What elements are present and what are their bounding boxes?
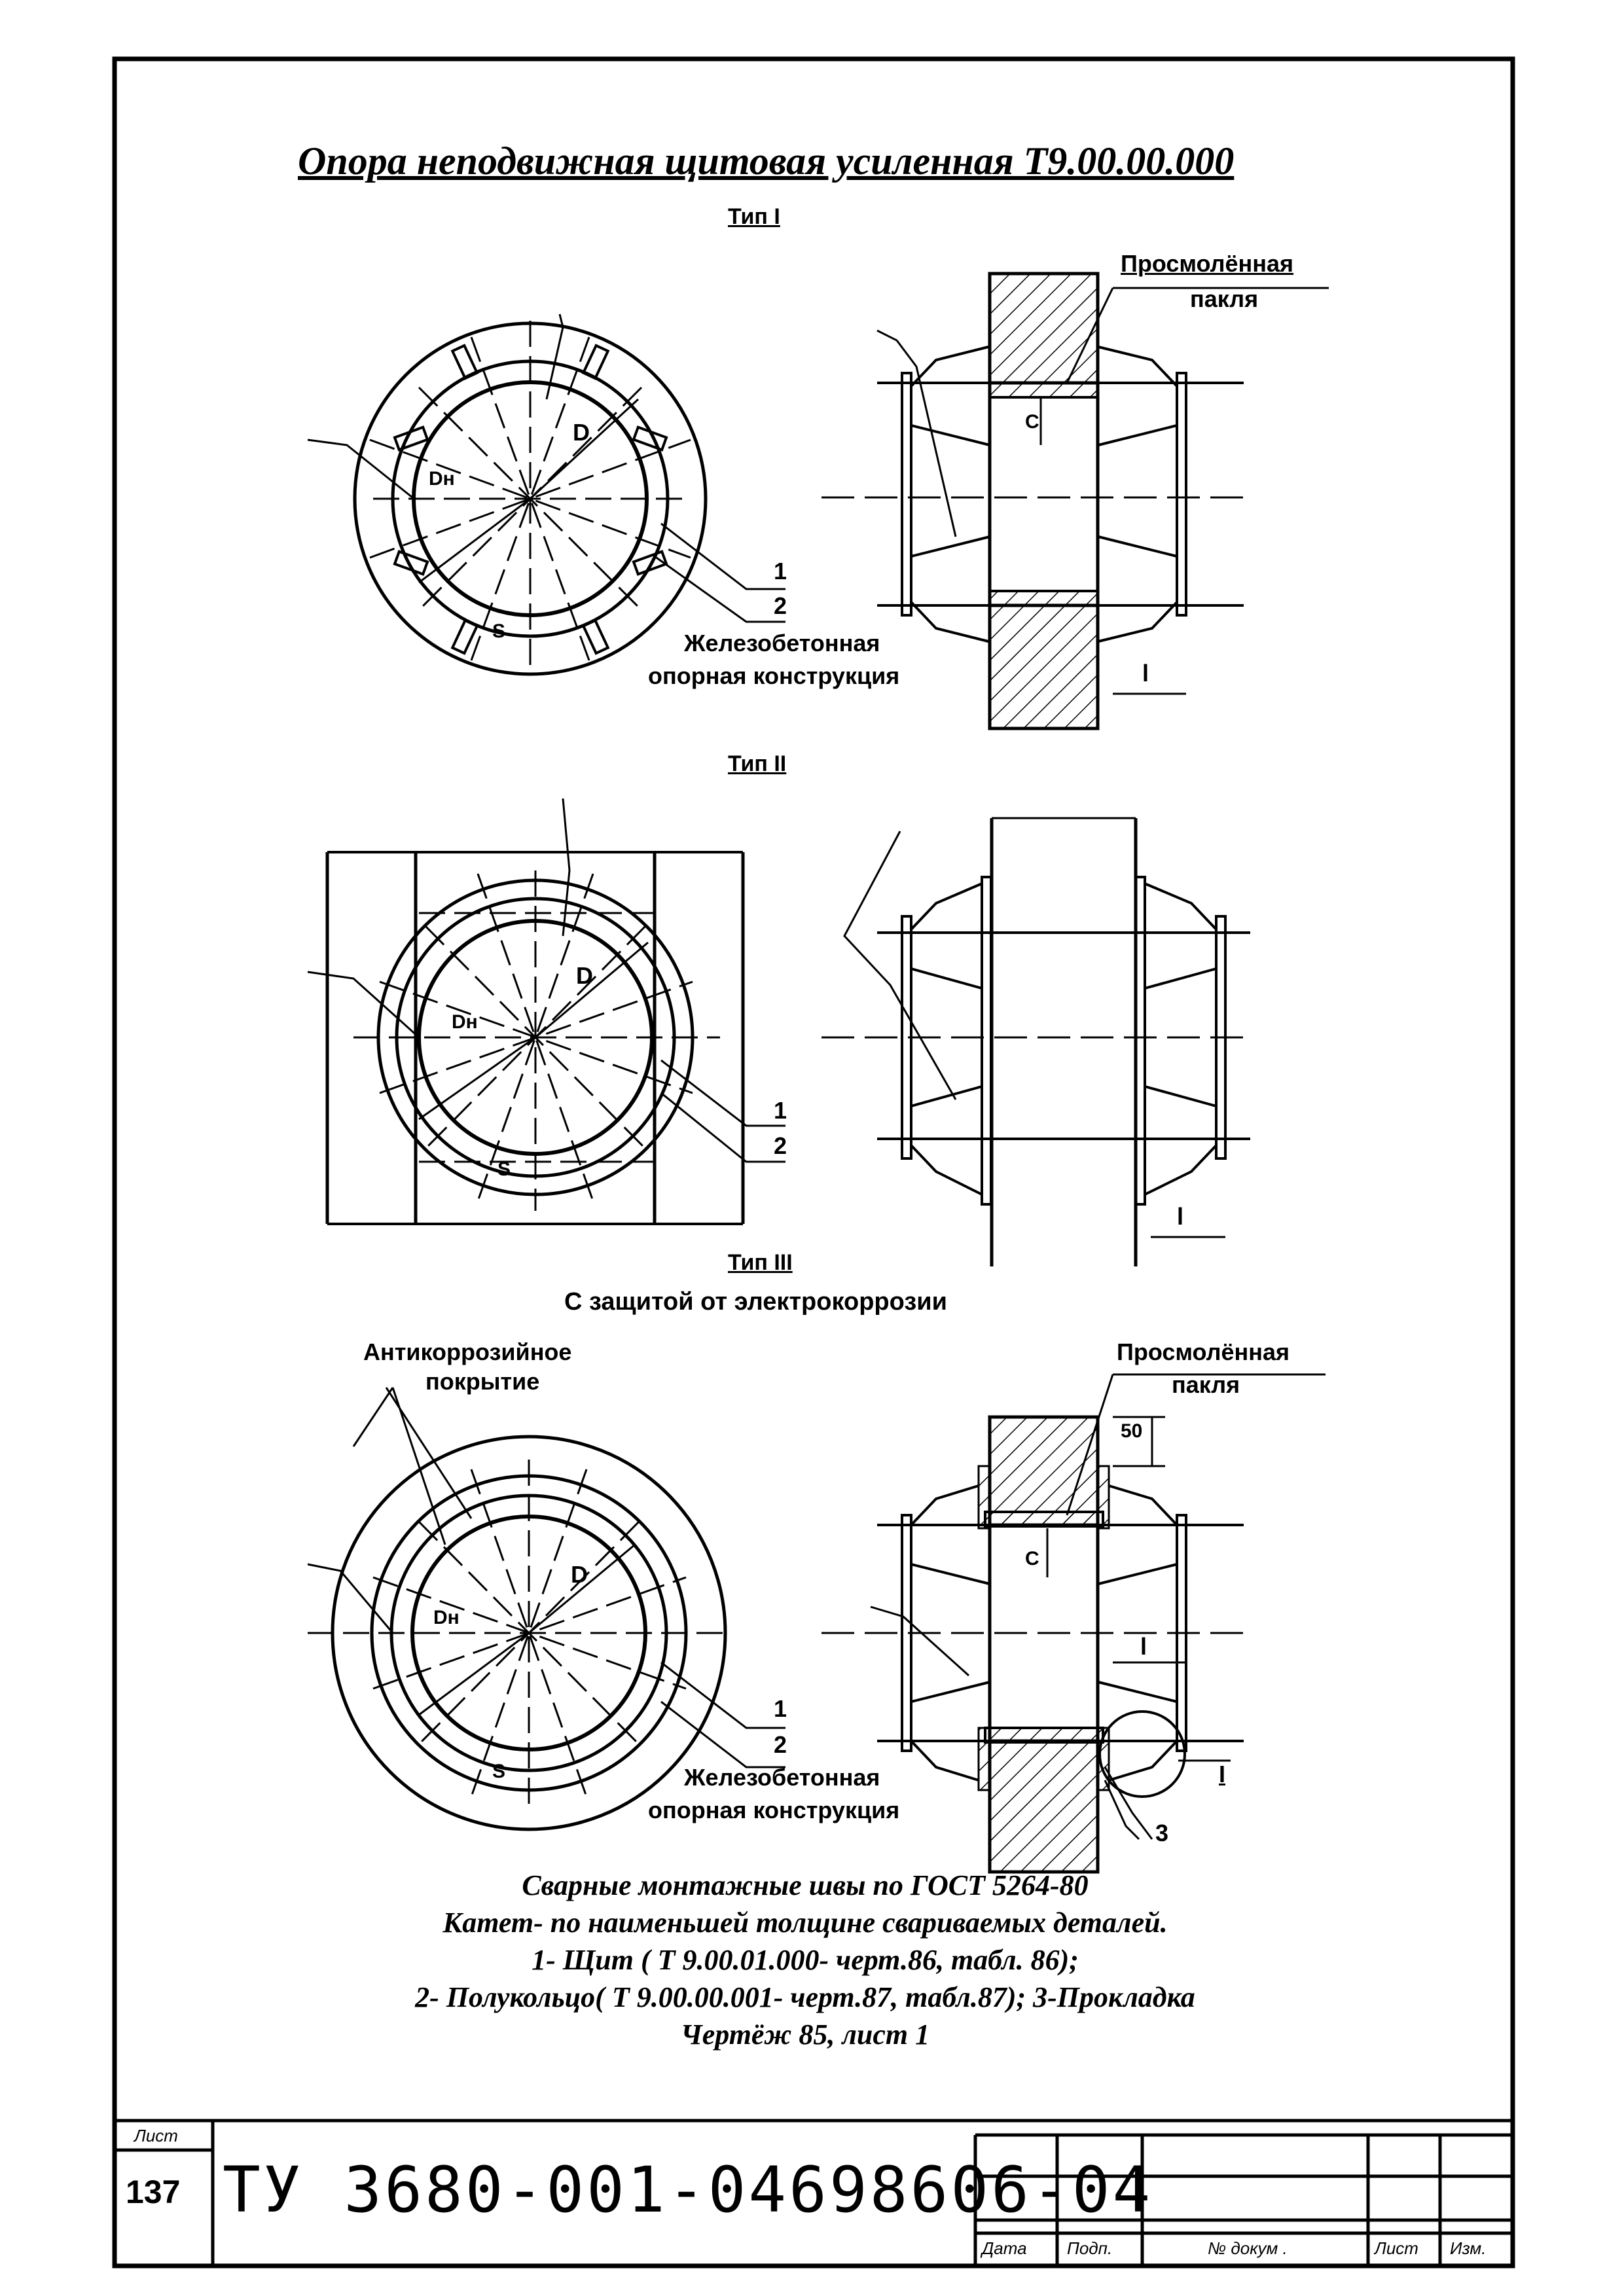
type2-dim-D: D xyxy=(576,962,593,989)
title-block-sheet-number: 137 xyxy=(126,2174,181,2210)
type2-circle-view xyxy=(307,798,785,1225)
type1-concrete-line1: Железобетонная xyxy=(684,630,880,656)
type3-anticorrosion-line2: покрытие xyxy=(425,1368,540,1395)
title-block-col-docnum: № докум . xyxy=(1208,2238,1288,2258)
type3-dim-l: l xyxy=(1140,1633,1147,1660)
type2-part-1: 1 xyxy=(774,1097,787,1124)
type3-resin-tow-line1: Просмолённая xyxy=(1117,1338,1290,1365)
type1-dim-S: S xyxy=(492,620,506,642)
type1-circle-view xyxy=(307,314,785,676)
type3-detail-I: I xyxy=(1219,1761,1226,1787)
note-line-5: Чертёж 85, лист 1 xyxy=(680,2018,930,2051)
note-line-4: 2- Полукольцо( Т 9.00.00.001- черт.87, т… xyxy=(415,1981,1195,2013)
type1-dim-D: D xyxy=(573,419,590,446)
type3-resin-tow-line2: пакля xyxy=(1172,1371,1240,1398)
type1-dim-C: C xyxy=(1025,411,1039,433)
note-line-3: 1- Щит ( Т 9.00.01.000- черт.86, табл. 8… xyxy=(532,1944,1079,1976)
type3-section-view xyxy=(821,1373,1326,1874)
type1-concrete-line2: опорная конструкция xyxy=(648,662,900,689)
note-line-1: Сварные монтажные швы по ГОСТ 5264-80 xyxy=(522,1869,1089,1901)
page-title: Опора неподвижная щитовая усиленная Т9.0… xyxy=(298,139,1235,183)
type1-part-2: 2 xyxy=(774,592,787,619)
title-block-col-sign: Подп. xyxy=(1067,2238,1113,2258)
type1-dim-Dn: Dн xyxy=(429,468,455,490)
title-block-lines xyxy=(115,2119,1513,2266)
type1-section-view xyxy=(821,272,1329,730)
type1-resin-tow-line2: пакля xyxy=(1190,285,1259,312)
type3-subtitle: С защитой от электрокоррозии xyxy=(564,1288,947,1316)
type3-concrete-line1: Железобетонная xyxy=(684,1764,880,1791)
type3-label: Тип III xyxy=(728,1250,793,1275)
type2-dim-Dn: Dн xyxy=(452,1011,478,1033)
note-line-2: Катет- по наименьшей толщине свариваемых… xyxy=(442,1907,1168,1939)
type3-dim-50: 50 xyxy=(1121,1420,1143,1442)
type2-dim-l: l xyxy=(1177,1203,1184,1230)
type2-dim-S: S xyxy=(497,1158,511,1180)
type3-dim-D: D xyxy=(571,1561,588,1588)
type3-dim-S: S xyxy=(492,1761,506,1782)
type2-part-2: 2 xyxy=(774,1132,787,1159)
type2-section-view xyxy=(821,817,1250,1266)
title-block-col-sheet: Лист xyxy=(1375,2238,1418,2258)
type3-dim-Dn: Dн xyxy=(433,1607,460,1628)
title-block-col-date: Дата xyxy=(982,2238,1027,2258)
type1-dim-l: l xyxy=(1142,660,1149,687)
type3-part-3: 3 xyxy=(1155,1820,1169,1846)
sheet-frame xyxy=(112,56,1515,2269)
type3-part-2: 2 xyxy=(774,1731,787,1758)
type3-concrete-line2: опорная конструкция xyxy=(648,1797,900,1823)
type3-dim-C: C xyxy=(1025,1548,1039,1570)
type3-part-1: 1 xyxy=(774,1695,787,1722)
type3-anticorrosion-line1: Антикоррозийное xyxy=(363,1338,572,1365)
type1-part-1: 1 xyxy=(774,558,787,584)
type2-label: Тип II xyxy=(728,751,787,776)
title-block-sheet-label: Лист xyxy=(134,2126,178,2145)
type1-resin-tow-line1: Просмолённая xyxy=(1121,250,1294,277)
title-block-doc-code: ТУ 3680-001-04698606-04 xyxy=(223,2153,1153,2227)
type1-label: Тип I xyxy=(728,204,780,229)
type3-circle-view xyxy=(307,1387,785,1831)
title-block-col-rev: Изм. xyxy=(1450,2238,1487,2258)
